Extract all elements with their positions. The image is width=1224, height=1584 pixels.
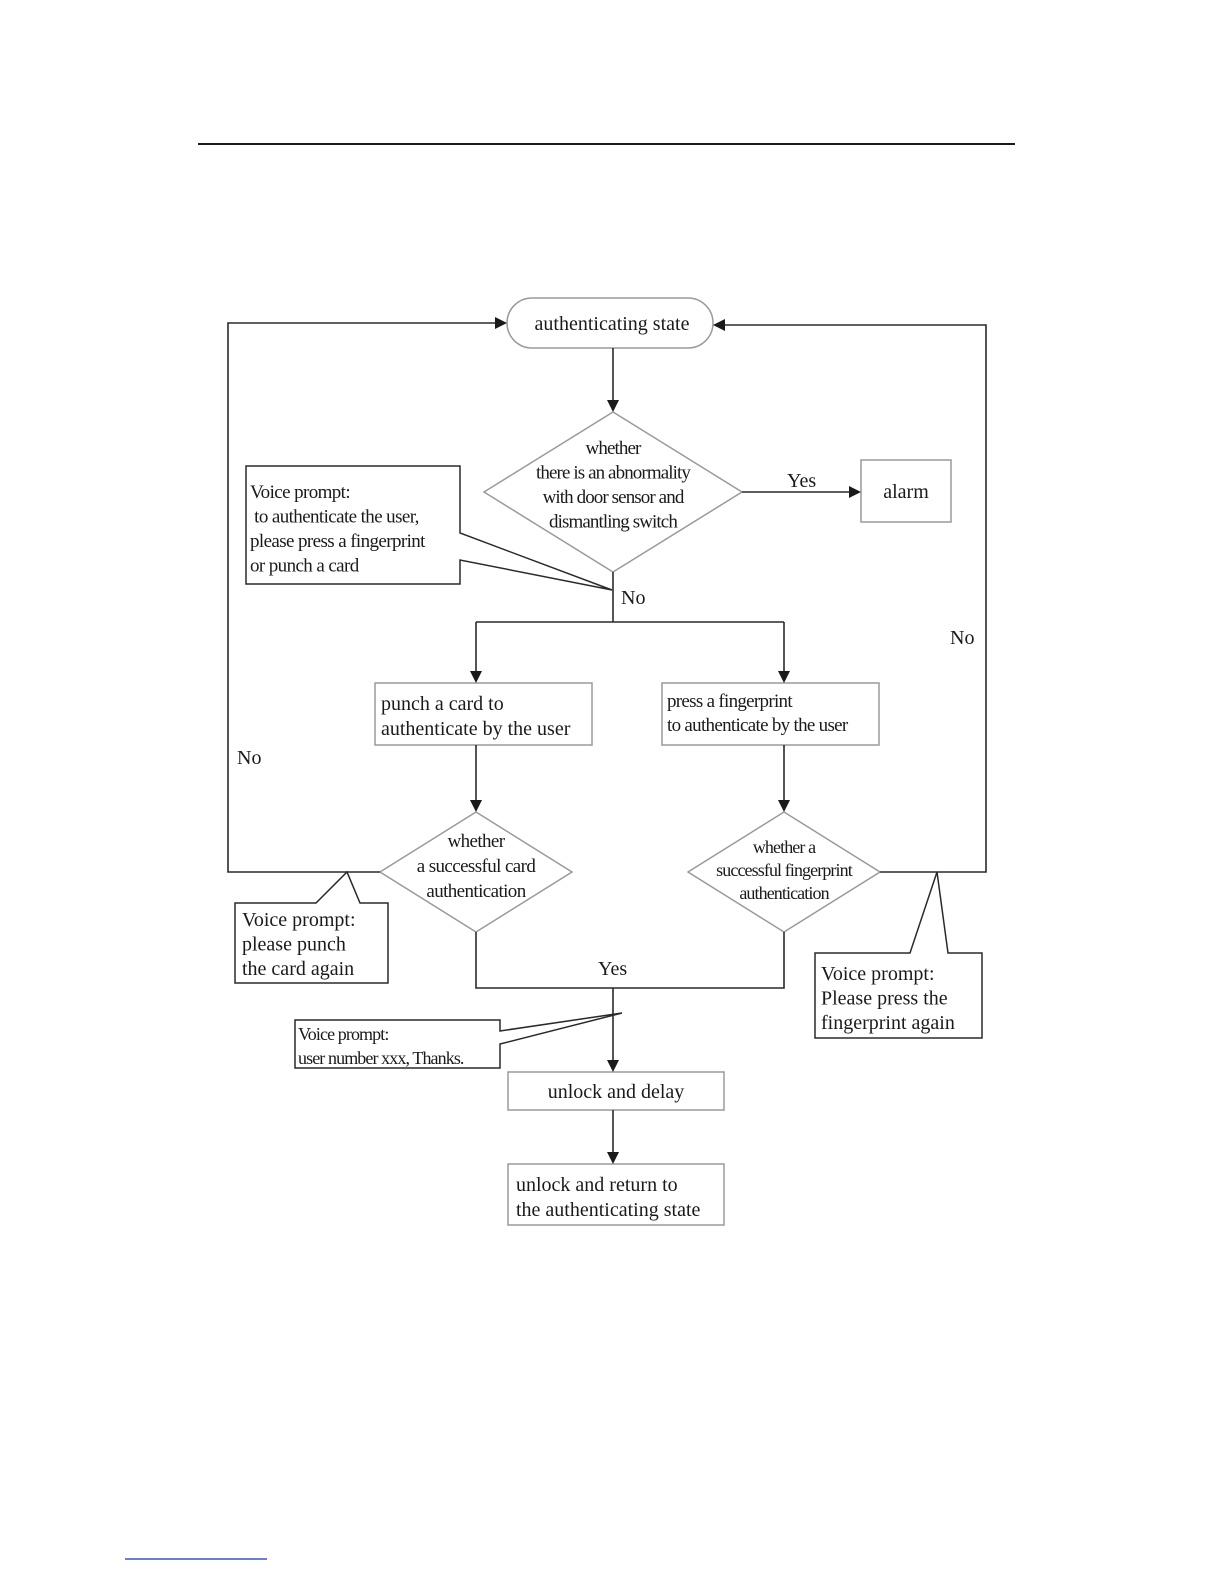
edge-card-fail-loop bbox=[227, 322, 498, 873]
text-line: unlock and delay bbox=[548, 1081, 685, 1103]
text-line: user number xxx, Thanks. bbox=[298, 1048, 464, 1068]
text-line: authentication bbox=[426, 881, 526, 902]
abnormality-decision-label: whether there is an abnormality with door … bbox=[536, 438, 691, 533]
edge-success-join bbox=[475, 932, 785, 989]
text-line: to authenticate the user, bbox=[250, 507, 419, 528]
edge-label-success: Yes bbox=[598, 958, 627, 980]
text-line: please punch bbox=[242, 934, 346, 956]
arrowhead bbox=[778, 800, 790, 812]
card-again-prompt-callout bbox=[234, 870, 389, 984]
text-line: with door sensor and bbox=[543, 487, 685, 508]
text-line: Please press the bbox=[821, 988, 948, 1010]
text-line: authenticating state bbox=[535, 313, 690, 335]
thanks-prompt-text: Voice prompt: user number xxx, Thanks. bbox=[298, 1024, 464, 1068]
text-line: Voice prompt: bbox=[298, 1024, 388, 1044]
card-auth-node bbox=[374, 682, 593, 746]
text-line: or punch a card bbox=[250, 556, 360, 577]
unlock-return-node bbox=[507, 1163, 725, 1226]
text-line: punch a card to bbox=[381, 693, 504, 715]
alarm-node bbox=[860, 459, 952, 523]
unlock-return-node-label: unlock and return to the authenticating s… bbox=[516, 1174, 700, 1221]
authenticate-prompt-callout bbox=[245, 465, 613, 591]
text-line: please press a fingerprint bbox=[250, 531, 426, 552]
text-line: Voice prompt: bbox=[242, 909, 356, 931]
edge-label-abnormality-yes: Yes bbox=[787, 470, 816, 492]
fingerprint-success-decision-label: whether a successful fingerprint authentic… bbox=[716, 837, 853, 903]
text-line: unlock and return to bbox=[516, 1174, 678, 1196]
card-success-decision-label: whether a successful card authentication bbox=[417, 831, 537, 902]
thanks-prompt-callout bbox=[294, 1012, 623, 1069]
text-line: the card again bbox=[242, 958, 354, 980]
text-line: to authenticate by the user bbox=[667, 715, 849, 736]
text-line: Voice prompt: bbox=[250, 482, 350, 503]
text-line: fingerprint again bbox=[821, 1012, 955, 1034]
arrowhead bbox=[470, 671, 482, 683]
unlock-delay-node bbox=[507, 1071, 725, 1111]
arrowhead bbox=[778, 671, 790, 683]
text-line: a successful card bbox=[417, 856, 537, 877]
card-auth-node-label: punch a card to authenticate by the user bbox=[381, 693, 571, 740]
text-line: authenticate by the user bbox=[381, 718, 571, 740]
text-line: there is an abnormality bbox=[536, 463, 691, 484]
text-line: dismantling switch bbox=[549, 512, 678, 533]
alarm-node-label: alarm bbox=[883, 481, 929, 503]
arrowhead bbox=[607, 1060, 619, 1072]
arrowhead bbox=[849, 486, 861, 498]
start-node-label: authenticating state bbox=[535, 313, 690, 335]
edge-fingerprint-fail-loop bbox=[722, 324, 987, 873]
authenticate-prompt-text: Voice prompt: to authenticate the user, p… bbox=[250, 482, 426, 577]
text-line: whether bbox=[448, 831, 506, 852]
text-line: authentication bbox=[739, 883, 829, 903]
text-line: successful fingerprint bbox=[716, 860, 853, 880]
arrowhead bbox=[495, 317, 507, 329]
fingerprint-auth-node-label: press a fingerprint to authenticate by th… bbox=[667, 691, 849, 736]
arrowhead bbox=[470, 800, 482, 812]
text-line: the authenticating state bbox=[516, 1199, 700, 1221]
text-line: Voice prompt: bbox=[821, 963, 935, 985]
fingerprint-auth-node bbox=[661, 682, 880, 746]
edge-label-fingerprint-fail: No bbox=[950, 627, 974, 649]
arrowhead bbox=[713, 319, 725, 331]
edge-label-abnormality-no: No bbox=[621, 587, 645, 609]
text-line: alarm bbox=[883, 481, 929, 503]
arrowhead bbox=[607, 400, 619, 412]
fingerprint-again-prompt-callout bbox=[814, 871, 983, 1039]
edge-label-card-fail: No bbox=[237, 747, 261, 769]
text-line: whether bbox=[586, 438, 642, 459]
unlock-delay-node-label: unlock and delay bbox=[548, 1081, 685, 1103]
arrowhead bbox=[607, 1152, 619, 1164]
text-line: press a fingerprint bbox=[667, 691, 793, 712]
text-line: whether a bbox=[753, 837, 816, 857]
